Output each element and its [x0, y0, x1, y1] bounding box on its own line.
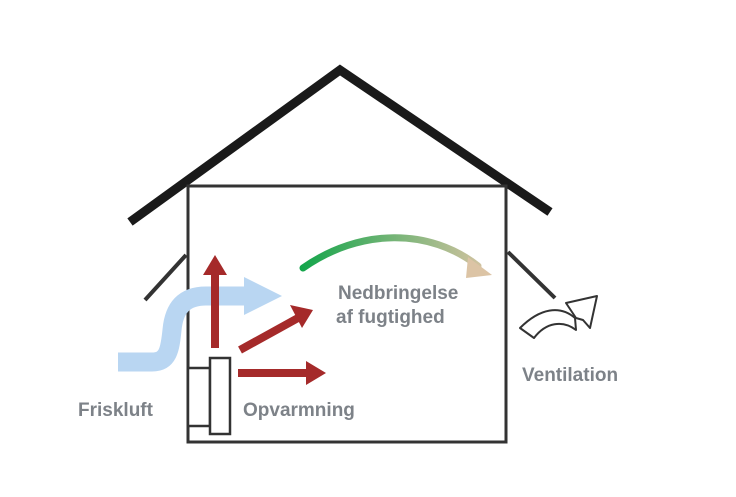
roof — [127, 64, 553, 226]
ventilation-label: Ventilation — [522, 365, 618, 386]
humidity-label-line2: af fugtighed — [336, 307, 445, 328]
radiator-icon — [186, 356, 232, 436]
heat-arrow-diagonal — [238, 305, 313, 354]
heat-arrow-up — [203, 255, 227, 348]
left-eave — [143, 253, 188, 302]
house-walls — [186, 184, 508, 444]
fresh-air-arrow — [118, 277, 282, 372]
humidity-arrow — [299, 234, 492, 278]
heating-label: Opvarmning — [243, 400, 355, 421]
fresh-air-label: Friskluft — [78, 400, 154, 421]
right-eave — [506, 250, 557, 300]
curved-arrow-icon — [519, 295, 598, 339]
humidity-label-line1: Nedbringelse — [338, 283, 458, 304]
heat-arrow-right — [238, 361, 326, 385]
